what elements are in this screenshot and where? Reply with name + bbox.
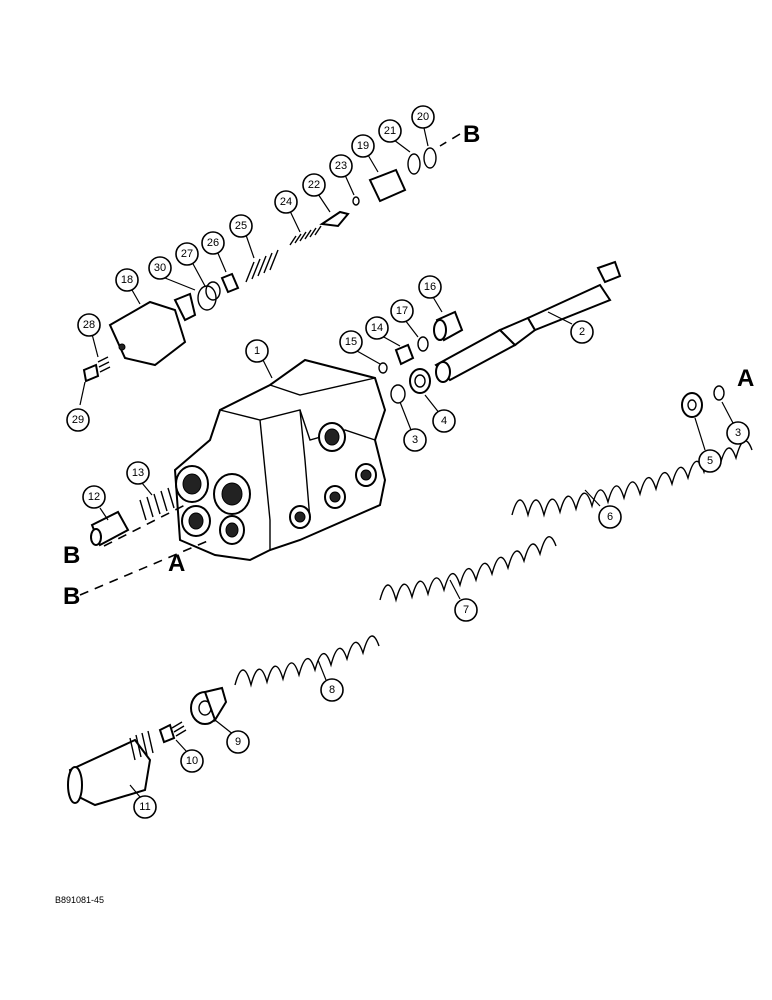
svg-text:13: 13	[132, 467, 144, 479]
spring-seat-9	[190, 686, 228, 725]
leader-lines	[79, 127, 734, 798]
svg-text:28: 28	[83, 319, 95, 331]
svg-text:11: 11	[139, 801, 150, 813]
svg-text:20: 20	[417, 111, 429, 123]
svg-text:1: 1	[254, 345, 260, 357]
svg-text:21: 21	[384, 125, 396, 137]
ref-letter-a-left: A	[168, 550, 185, 577]
callout-18: 18	[115, 268, 139, 292]
svg-text:24: 24	[280, 196, 292, 208]
callout-13: 13	[126, 461, 150, 485]
callout-1: 1	[245, 339, 269, 363]
callout-10: 10	[180, 749, 204, 773]
svg-text:7: 7	[463, 604, 469, 616]
callout-21: 21	[378, 119, 402, 143]
svg-text:5: 5	[707, 455, 713, 467]
callout-29: 29	[66, 408, 90, 432]
svg-text:12: 12	[88, 491, 100, 503]
ref-letter-b-top: B	[463, 121, 480, 148]
callout-20: 20	[411, 105, 435, 129]
callout-26: 26	[201, 231, 225, 255]
callout-24: 24	[274, 190, 298, 214]
ref-letter-a-right: A	[737, 365, 754, 392]
callout-14: 14	[365, 316, 389, 340]
screw-10	[158, 721, 187, 744]
callout-23: 23	[329, 154, 353, 178]
callout-3-left: 3	[403, 428, 427, 452]
callout-28: 28	[77, 313, 101, 337]
svg-text:16: 16	[424, 281, 436, 293]
callout-11: 11	[133, 795, 157, 819]
callout-30: 30	[148, 256, 172, 280]
spring-7	[379, 536, 557, 603]
valve-body	[173, 358, 387, 562]
svg-text:25: 25	[235, 220, 247, 232]
plug-and-spring	[90, 487, 175, 547]
svg-text:8: 8	[329, 684, 335, 696]
callout-25: 25	[229, 214, 253, 238]
callout-3-right: 3	[726, 421, 750, 445]
spool-end-parts	[378, 310, 464, 404]
svg-text:19: 19	[357, 140, 369, 152]
svg-text:3: 3	[412, 434, 418, 446]
svg-text:3: 3	[735, 427, 741, 439]
svg-text:2: 2	[579, 326, 585, 338]
callout-6: 6	[598, 505, 622, 529]
cap-11	[67, 730, 154, 807]
relief-valve-group	[82, 147, 437, 383]
callout-2: 2	[570, 320, 594, 344]
svg-text:4: 4	[441, 415, 447, 427]
callout-7: 7	[454, 598, 478, 622]
svg-text:14: 14	[371, 322, 383, 334]
svg-text:29: 29	[72, 414, 84, 426]
spool	[434, 260, 622, 383]
figure-code: B891081-45	[55, 895, 104, 905]
ref-line-b-top	[439, 133, 461, 147]
svg-text:6: 6	[607, 511, 613, 523]
ref-line-b-bottom	[79, 539, 211, 596]
callout-27: 27	[175, 242, 199, 266]
callout-17: 17	[390, 299, 414, 323]
callout-15: 15	[339, 330, 363, 354]
callout-4: 4	[432, 409, 456, 433]
callout-16: 16	[418, 275, 442, 299]
o-ring-3-right	[713, 385, 725, 401]
callout-8: 8	[320, 678, 344, 702]
callout-22: 22	[302, 173, 326, 197]
svg-text:10: 10	[186, 755, 198, 767]
svg-text:18: 18	[121, 274, 133, 286]
svg-text:30: 30	[154, 262, 166, 274]
svg-text:9: 9	[235, 736, 241, 748]
svg-text:27: 27	[181, 248, 193, 260]
callout-12: 12	[82, 485, 106, 509]
callout-9: 9	[226, 730, 250, 754]
ref-letter-b-left: B	[63, 542, 80, 569]
svg-text:22: 22	[308, 179, 320, 191]
ref-letter-b-bottom: B	[63, 583, 80, 610]
callout-19: 19	[351, 134, 375, 158]
svg-text:23: 23	[335, 160, 347, 172]
spring-8	[234, 635, 380, 688]
svg-text:15: 15	[345, 336, 357, 348]
svg-text:17: 17	[396, 305, 408, 317]
washer-5	[681, 392, 703, 418]
callout-5: 5	[698, 449, 722, 473]
svg-text:26: 26	[207, 237, 219, 249]
